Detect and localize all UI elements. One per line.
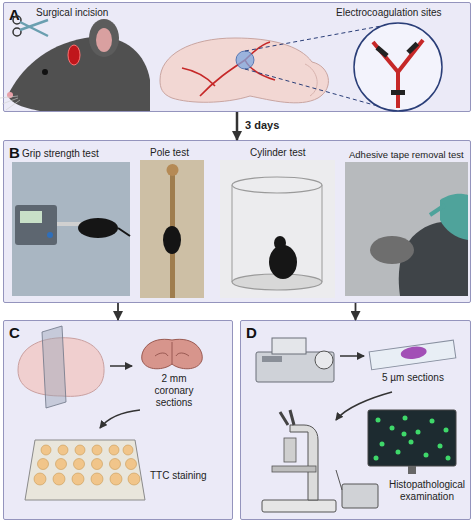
process-note: 5 µm sections xyxy=(382,372,444,384)
panel-letter: A xyxy=(9,6,20,23)
panel-letter: D xyxy=(246,324,257,341)
panel-letter: C xyxy=(9,324,20,341)
step-label: Surgical incision xyxy=(36,7,108,19)
panel-box: C xyxy=(3,320,233,520)
test-name: Grip strength test xyxy=(22,148,99,160)
test-name: Adhesive tape removal test xyxy=(349,149,464,161)
process-note: 2 mm coronary sections xyxy=(152,373,196,409)
process-note: TTC staining xyxy=(150,470,207,482)
flow-arrow xyxy=(355,303,357,320)
test-name: Cylinder test xyxy=(250,147,306,159)
panel-letter: B xyxy=(9,144,20,161)
step-label: Electrocoagulation sites xyxy=(336,7,442,19)
flow-arrow xyxy=(236,112,239,140)
flow-arrow xyxy=(117,303,119,320)
test-name: Pole test xyxy=(150,147,189,159)
edge-label: 3 days xyxy=(245,119,279,131)
process-note: Histopathological examination xyxy=(382,479,472,503)
panel-box: B xyxy=(3,140,471,303)
panel-box: A xyxy=(3,2,471,112)
